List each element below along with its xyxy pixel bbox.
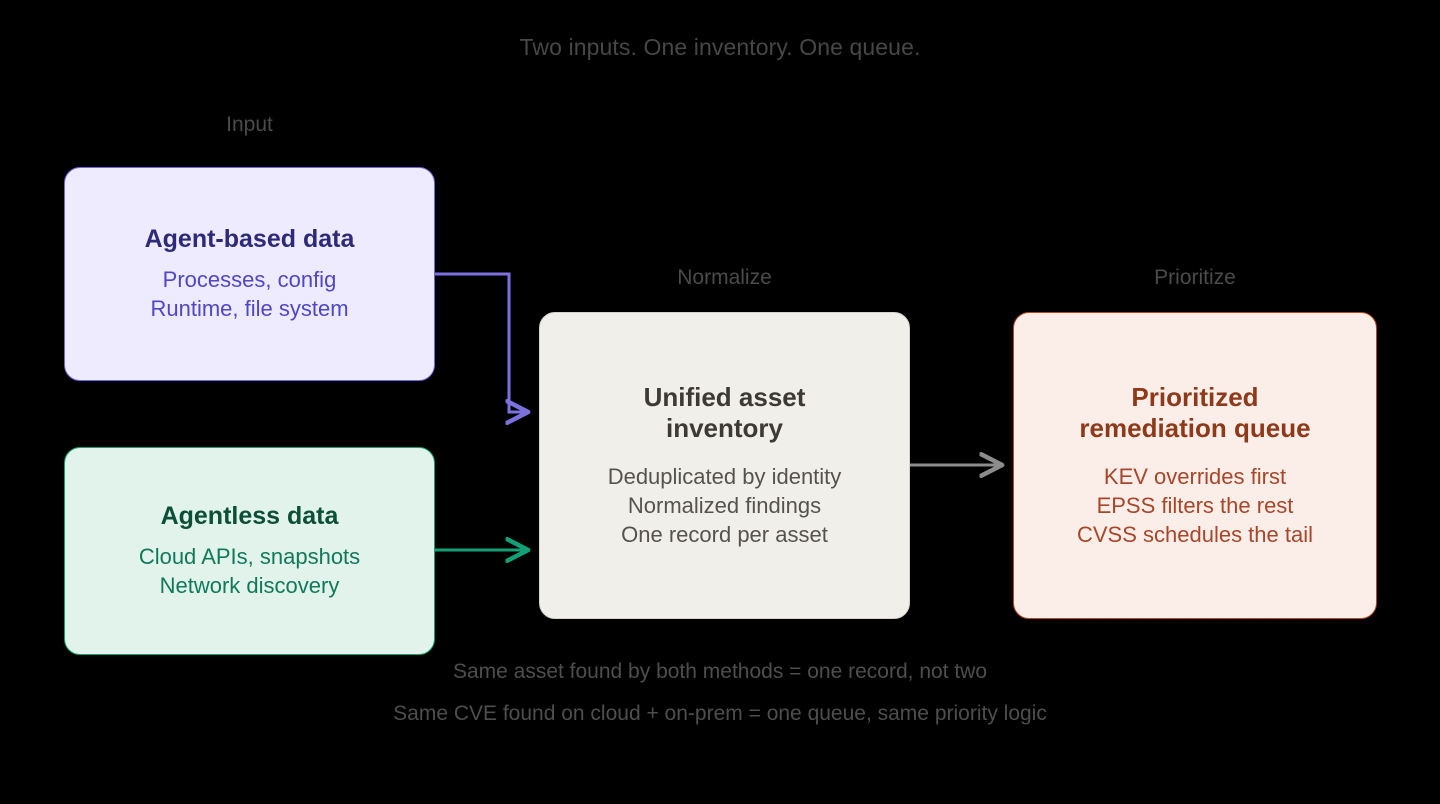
node-unified-line-1: Deduplicated by identity xyxy=(607,463,842,489)
node-agentless-line-2: Network discovery xyxy=(159,573,340,599)
node-queue-line-1: KEV overrides first xyxy=(1103,463,1287,489)
node-queue-title-line-1: Prioritized xyxy=(1131,382,1259,413)
node-agentless-detail-lines: Cloud APIs, snapshots Network discovery xyxy=(139,542,360,600)
footnote-line-2: Same CVE found on cloud + on-prem = one … xyxy=(393,702,1047,725)
node-agent-detail-lines: Processes, config Runtime, file system xyxy=(150,265,348,323)
node-agent-line-1: Processes, config xyxy=(162,267,337,293)
node-unified-asset-inventory[interactable]: Unified asset inventory Deduplicated by … xyxy=(539,312,910,619)
node-queue-detail-lines: KEV overrides first EPSS filters the res… xyxy=(1077,462,1313,549)
node-queue-title: Prioritized remediation queue xyxy=(1079,382,1310,443)
node-unified-line-2: Normalized findings xyxy=(627,492,822,518)
node-queue-title-line-2: remediation queue xyxy=(1079,412,1311,443)
node-unified-line-3: One record per asset xyxy=(621,521,828,547)
stage-label-input: Input xyxy=(226,113,273,136)
agent-to-unified-arrow xyxy=(435,272,527,412)
node-unified-title-line-2: inventory xyxy=(665,412,783,443)
stage-label-normalize: Normalize xyxy=(677,266,772,289)
node-unified-detail-lines: Deduplicated by identity Normalized find… xyxy=(608,462,842,549)
node-unified-title: Unified asset inventory xyxy=(644,382,806,443)
node-agentless-title: Agentless data xyxy=(160,501,339,530)
footnote-line-1: Same asset found by both methods = one r… xyxy=(452,660,988,683)
node-prioritized-remediation-queue[interactable]: Prioritized remediation queue KEV overri… xyxy=(1013,312,1377,619)
node-queue-line-2: EPSS filters the rest xyxy=(1096,492,1294,518)
node-agentless-line-1: Cloud APIs, snapshots xyxy=(138,544,361,570)
node-agent-title: Agent-based data xyxy=(144,224,355,253)
stage-label-prioritize: Prioritize xyxy=(1154,266,1236,289)
node-agentless-data[interactable]: Agentless data Cloud APIs, snapshots Net… xyxy=(64,447,435,655)
node-agent-line-2: Runtime, file system xyxy=(150,296,349,322)
node-agent-based-data[interactable]: Agent-based data Processes, config Runti… xyxy=(64,167,435,381)
node-queue-line-3: CVSS schedules the tail xyxy=(1076,521,1314,547)
node-unified-title-line-1: Unified asset xyxy=(643,382,806,413)
diagram-headline: Two inputs. One inventory. One queue. xyxy=(519,34,921,60)
